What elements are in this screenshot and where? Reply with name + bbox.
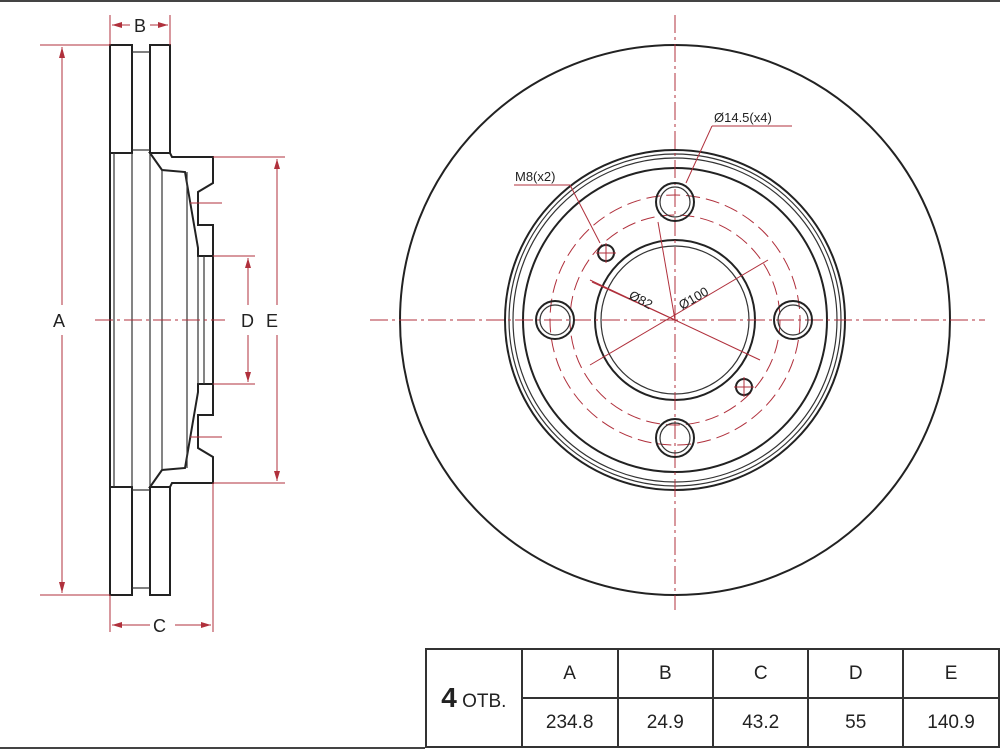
- holes-count: 4: [441, 682, 457, 713]
- dim-label-e: E: [266, 311, 278, 331]
- value-e: 140.9: [902, 697, 1000, 748]
- header-c: C: [711, 648, 810, 699]
- holes-cell: 4 ОТВ.: [425, 648, 523, 748]
- value-b: 24.9: [616, 697, 714, 748]
- table-header-row: 4 ОТВ. A B C D E: [425, 648, 1000, 748]
- dim-label-d: D: [241, 311, 254, 331]
- side-section-view: B A C D E: [40, 15, 285, 636]
- header-e: E: [902, 648, 1000, 699]
- callout-d100: Ø100: [676, 284, 711, 313]
- callout-threads: M8(x2): [515, 169, 555, 184]
- header-b: B: [616, 648, 714, 699]
- dim-label-c: C: [153, 616, 166, 636]
- spec-table: 4 ОТВ. A B C D E 234.8 24.9 43.2 55 140.…: [425, 648, 1000, 748]
- dim-label-a: A: [53, 311, 65, 331]
- dim-label-b: B: [134, 16, 146, 36]
- value-d: 55: [807, 697, 905, 748]
- bolt-holes: [535, 182, 813, 458]
- front-view: Ø14.5(x4) M8(x2) Ø82 Ø100: [370, 15, 985, 610]
- value-c: 43.2: [711, 697, 810, 748]
- header-d: D: [807, 648, 905, 699]
- callout-bolt-holes: Ø14.5(x4): [714, 110, 772, 125]
- table-row: 234.8 24.9 43.2 55 140.9: [426, 697, 1000, 748]
- holes-unit: ОТВ.: [462, 691, 507, 712]
- header-a: A: [520, 648, 619, 699]
- value-a: 234.8: [520, 697, 619, 748]
